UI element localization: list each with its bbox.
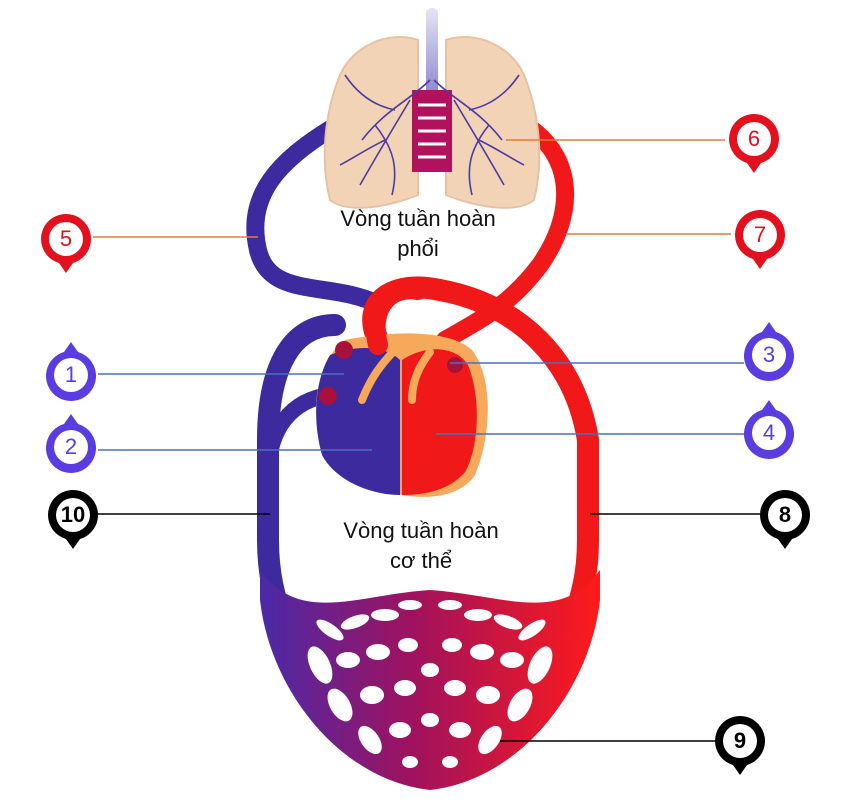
marker-10: 10	[46, 488, 100, 550]
heart-valve	[319, 387, 337, 405]
heart-valve	[447, 357, 463, 373]
marker-5: 5	[39, 212, 93, 274]
marker-9: 9	[713, 714, 767, 776]
marker-4: 4	[742, 398, 796, 460]
systemic-circulation-label: Vòng tuần hoàn cơ thể	[318, 516, 524, 576]
marker-2-label: 2	[64, 434, 78, 459]
marker-8: 8	[758, 488, 812, 550]
aortic-arch	[365, 279, 428, 355]
capillary-bed	[260, 570, 600, 790]
marker-9-label: 9	[733, 728, 747, 753]
marker-10-label: 10	[60, 502, 86, 527]
heart-valves-cords	[358, 346, 434, 404]
marker-6: 6	[727, 112, 781, 174]
trachea	[426, 8, 438, 108]
systemic-label-line2: cơ thể	[389, 548, 453, 573]
bronchi	[339, 74, 525, 196]
right-atrium-ventricle	[316, 348, 400, 495]
marker-3-label: 3	[762, 342, 776, 367]
pulmonary-artery	[246, 119, 389, 314]
marker-2: 2	[44, 412, 98, 474]
marker-1-label: 1	[64, 362, 78, 387]
pulmonary-circulation-label: Vòng tuần hoàn phổi	[318, 204, 518, 264]
marker-3: 3	[742, 320, 796, 382]
pulmonary-vein	[436, 119, 574, 349]
systemic-label-line1: Vòng tuần hoàn	[343, 518, 499, 543]
trachea-rings	[418, 103, 446, 159]
marker-5-label: 5	[59, 226, 73, 251]
leader-lines	[93, 139, 760, 742]
pulmonary-label-line2: phổi	[397, 236, 439, 261]
left-atrium-ventricle	[402, 349, 477, 495]
marker-7-label: 7	[753, 222, 767, 247]
marker-7: 7	[733, 208, 787, 270]
marker-8-label: 8	[778, 502, 792, 527]
marker-1: 1	[44, 340, 98, 402]
heart-valve	[335, 341, 353, 359]
left-lung	[323, 35, 419, 209]
pulmonary-label-line1: Vòng tuần hoàn	[340, 206, 496, 231]
right-lung	[445, 35, 541, 209]
capillary-holes	[307, 600, 553, 768]
heart	[316, 333, 488, 497]
marker-6-label: 6	[747, 126, 761, 151]
marker-4-label: 4	[762, 420, 776, 445]
lungs	[323, 8, 541, 209]
